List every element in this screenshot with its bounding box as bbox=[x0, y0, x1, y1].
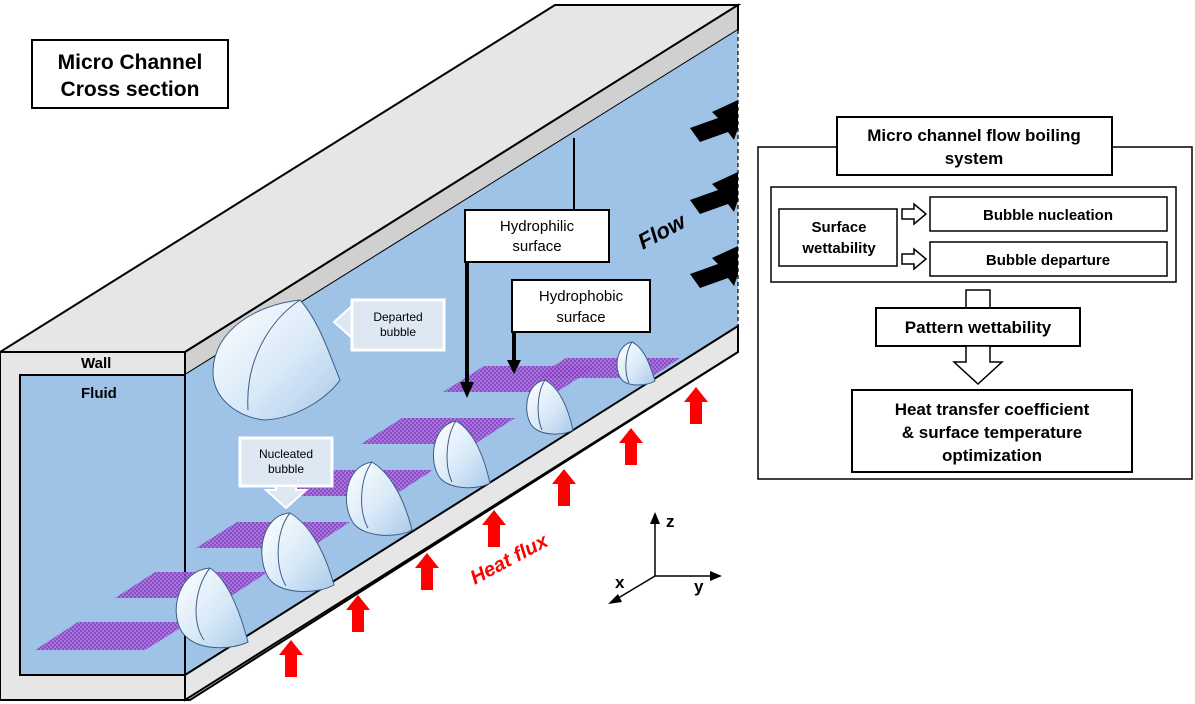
result-line-2: & surface temperature bbox=[902, 423, 1082, 442]
hollow-arrow-icon bbox=[901, 202, 928, 226]
down-arrow-icon bbox=[952, 345, 1004, 386]
coordinate-axes bbox=[608, 512, 722, 604]
bubble bbox=[433, 420, 491, 489]
heat-arrow-icon bbox=[415, 553, 439, 590]
bubble bbox=[526, 379, 574, 435]
surface-wettability-box bbox=[778, 208, 898, 267]
axis-z-label: z bbox=[666, 512, 675, 531]
flow-arrows bbox=[690, 100, 738, 288]
axis-y-label: y bbox=[694, 577, 704, 596]
heat-flux-arrows bbox=[279, 387, 708, 677]
result-box bbox=[851, 389, 1133, 473]
bubble bbox=[616, 341, 656, 386]
bubble bbox=[346, 461, 413, 536]
nucleated-bubble-label-1: Nucleated bbox=[259, 447, 313, 461]
wall-label: Wall bbox=[81, 355, 111, 372]
nucleated-bubbles bbox=[175, 341, 656, 649]
surface-wettability-1: Surface bbox=[811, 219, 866, 236]
fluid-label: Fluid bbox=[81, 385, 117, 402]
departed-bubble-label-2: bubble bbox=[380, 325, 416, 339]
departed-bubble-callout: Departed bubble bbox=[332, 298, 446, 352]
departed-bubble-label-1: Departed bbox=[373, 310, 422, 324]
pattern-wettability-box bbox=[875, 307, 1081, 347]
bubble-nucleation-label: Bubble nucleation bbox=[983, 207, 1113, 224]
departed-bubble bbox=[212, 299, 341, 421]
heat-arrow-icon bbox=[482, 510, 506, 547]
bubble-nucleation-box bbox=[929, 196, 1168, 232]
result-line-3: optimization bbox=[942, 446, 1042, 465]
hydrophobic-label-2: surface bbox=[556, 309, 605, 326]
bubble-departure-box bbox=[929, 241, 1168, 277]
hydrophilic-surface-label: Hydrophilic surface bbox=[460, 138, 610, 398]
nucleated-bubble-callout: Nucleated bubble bbox=[238, 436, 334, 510]
heat-flux-label: Heat flux bbox=[467, 530, 553, 589]
bubble bbox=[175, 567, 249, 649]
heat-arrow-icon bbox=[552, 469, 576, 506]
flowchart-header-2: system bbox=[945, 149, 1004, 168]
heat-arrow-icon bbox=[279, 640, 303, 677]
heat-arrow-icon bbox=[619, 428, 643, 465]
bubble-departure-label: Bubble departure bbox=[986, 252, 1110, 269]
hollow-arrow-icon bbox=[901, 247, 928, 271]
flow-arrow-icon bbox=[690, 246, 738, 288]
title-line-1: Micro Channel bbox=[58, 51, 203, 74]
hydrophobic-surface-label: Hydrophobic surface bbox=[507, 279, 651, 374]
heat-arrow-icon bbox=[346, 595, 370, 632]
pattern-stripe bbox=[361, 418, 515, 444]
bubble bbox=[261, 512, 335, 593]
result-line-1: Heat transfer coefficient bbox=[895, 400, 1090, 419]
pattern-stripe bbox=[35, 622, 190, 650]
nucleated-bubble-label-2: bubble bbox=[268, 462, 304, 476]
flow-arrow-icon bbox=[690, 172, 738, 214]
axis-x-label: x bbox=[615, 573, 625, 592]
channel-back-fluid bbox=[185, 30, 738, 675]
flowchart-header-1: Micro channel flow boiling bbox=[867, 126, 1080, 145]
flowchart-header-box bbox=[836, 116, 1113, 176]
hydrophilic-label-1: Hydrophilic bbox=[500, 218, 575, 235]
pattern-wettability-label: Pattern wettability bbox=[905, 318, 1052, 337]
surface-wettability-2: wettability bbox=[801, 240, 876, 257]
flowchart: Micro channel flow boiling system Surfac… bbox=[757, 116, 1193, 480]
title-line-2: Cross section bbox=[61, 78, 200, 101]
flow-arrow-icon bbox=[690, 100, 738, 142]
heat-arrow-icon bbox=[684, 387, 708, 424]
cross-section-title: Micro Channel Cross section bbox=[31, 39, 229, 109]
hydrophobic-label-1: Hydrophobic bbox=[539, 288, 624, 305]
connector-stub bbox=[965, 289, 991, 309]
hydrophilic-label-2: surface bbox=[512, 238, 561, 255]
